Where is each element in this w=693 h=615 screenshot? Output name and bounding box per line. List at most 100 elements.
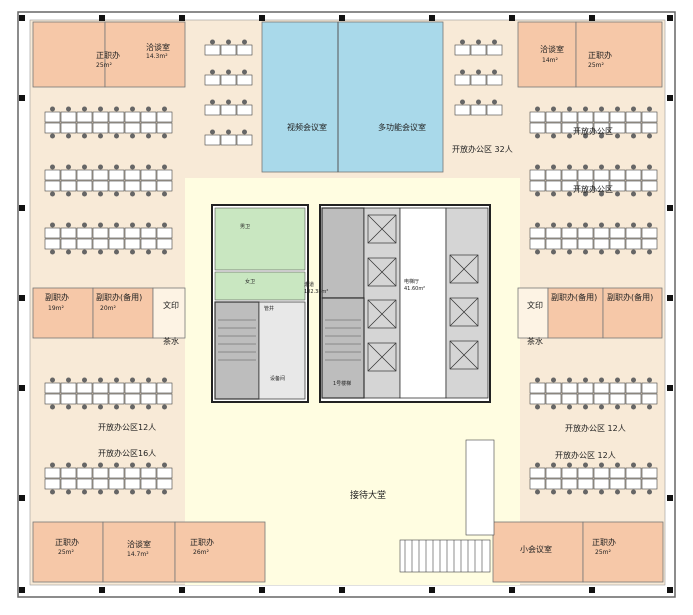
chair: [551, 164, 556, 170]
column: [509, 15, 515, 21]
column: [589, 15, 595, 21]
chair: [50, 191, 55, 197]
chair: [599, 404, 604, 410]
workstation-desk: [92, 111, 109, 123]
chair: [114, 106, 119, 112]
workstation-desk: [124, 169, 141, 181]
column: [429, 587, 435, 593]
workstation-desk: [545, 393, 562, 405]
elevator-bank-left: [363, 207, 401, 399]
chair: [583, 249, 588, 255]
workstation-desk: [609, 169, 626, 181]
workstation-desk: [545, 180, 562, 192]
workstation-desk: [204, 74, 221, 86]
video-conference-room: [261, 21, 339, 173]
label-shaft: 管井: [264, 305, 274, 312]
column: [509, 587, 515, 593]
chair: [114, 462, 119, 468]
chair: [647, 489, 652, 495]
workstations: [44, 39, 658, 495]
chair: [599, 164, 604, 170]
chair: [146, 377, 151, 383]
chair: [146, 462, 151, 468]
chair: [242, 69, 247, 75]
workstation-desk: [140, 122, 157, 134]
deputy-office-left-1: [32, 287, 94, 339]
label-deputy-r1: 副职办(备用): [551, 292, 597, 302]
column: [667, 495, 673, 501]
chair: [535, 377, 540, 383]
workstation-desk: [529, 111, 546, 123]
workstation-desk: [545, 467, 562, 479]
workstation-desk: [609, 467, 626, 479]
chair: [82, 462, 87, 468]
workstation-desk: [76, 227, 93, 239]
chair: [146, 191, 151, 197]
workstation-desk: [44, 382, 61, 394]
chair: [631, 191, 636, 197]
workstation-desk: [593, 180, 610, 192]
chair: [226, 99, 231, 105]
workstation-desk: [60, 238, 77, 250]
workstation-desk: [44, 393, 61, 405]
label-print-r: 文印: [527, 300, 543, 310]
workstation-desk: [577, 478, 594, 490]
workstation-desk: [470, 74, 487, 86]
chair: [551, 249, 556, 255]
chair: [476, 39, 481, 45]
chair: [146, 404, 151, 410]
label-equipment: 设备间: [270, 375, 285, 382]
workstation-desk: [124, 238, 141, 250]
workstation-desk: [124, 467, 141, 479]
chair: [82, 249, 87, 255]
workstation-desk: [44, 180, 61, 192]
chair: [50, 133, 55, 139]
stair-left: [214, 301, 260, 400]
chair: [210, 99, 215, 105]
chair: [114, 404, 119, 410]
chair: [130, 164, 135, 170]
workstation-desk: [236, 104, 253, 116]
workstation-desk: [470, 44, 487, 56]
workstation-desk: [625, 393, 642, 405]
workstation-desk: [140, 180, 157, 192]
column: [667, 95, 673, 101]
shaft-left: [258, 301, 306, 400]
workstation-desk: [641, 478, 658, 490]
workstation-desk: [108, 238, 125, 250]
chair: [210, 69, 215, 75]
label-open-12-left: 开放办公区12人: [98, 422, 156, 432]
chair: [226, 69, 231, 75]
workstation-desk: [625, 467, 642, 479]
workstation-desk: [92, 467, 109, 479]
chair: [82, 164, 87, 170]
chair: [631, 222, 636, 228]
workstation-desk: [76, 180, 93, 192]
workstation-desk: [593, 169, 610, 181]
label-ceo-bl: 正职办: [55, 537, 79, 547]
chair: [476, 99, 481, 105]
workstation-desk: [108, 180, 125, 192]
chair: [535, 222, 540, 228]
chair: [146, 222, 151, 228]
label-deputy-l1: 副职办: [45, 292, 69, 302]
chair: [162, 133, 167, 139]
column: [667, 205, 673, 211]
chair: [615, 133, 620, 139]
workstation-desk: [44, 227, 61, 239]
chair: [567, 106, 572, 112]
column: [339, 15, 345, 21]
workstation-desk: [156, 478, 173, 490]
workstation-desk: [545, 122, 562, 134]
label-ceo-bl-area: 25m²: [58, 549, 74, 556]
chair: [535, 133, 540, 139]
workstation-desk: [44, 111, 61, 123]
label-elevator-hall-area: 41.60m²: [404, 286, 425, 292]
workstation-desk: [529, 122, 546, 134]
column: [667, 587, 673, 593]
chair: [114, 133, 119, 139]
chair: [98, 462, 103, 468]
chair: [50, 489, 55, 495]
workstation-desk: [470, 104, 487, 116]
chair: [162, 191, 167, 197]
